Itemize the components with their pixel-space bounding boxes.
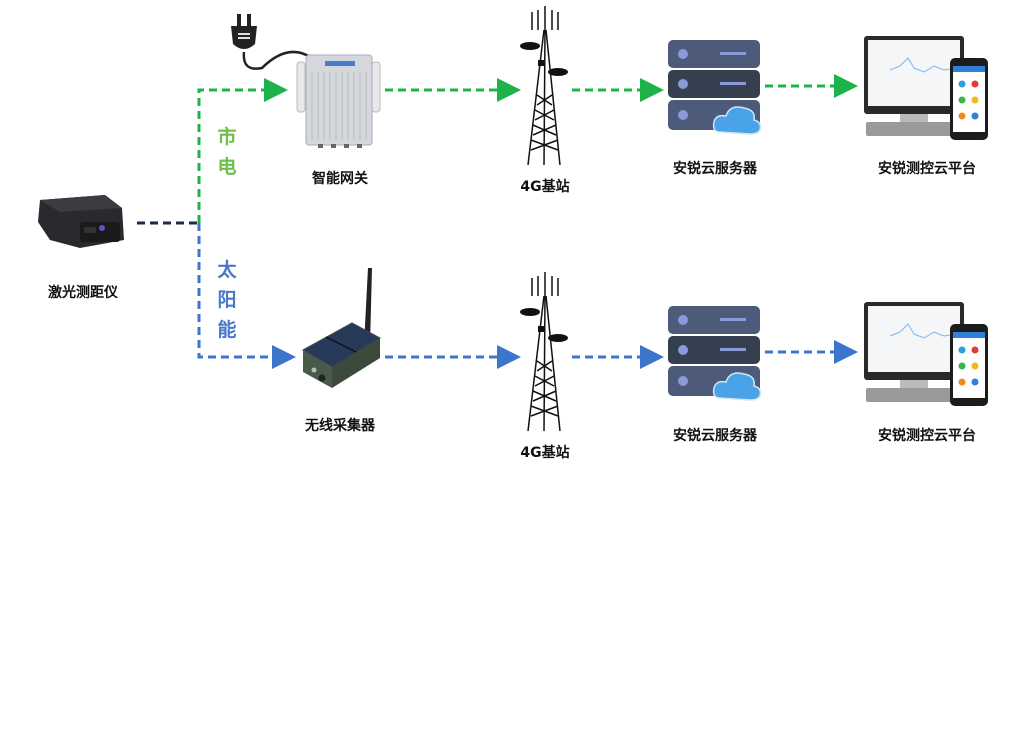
monitor-phone-icon-1 (864, 36, 988, 140)
mains-branch-line (197, 78, 288, 223)
cell-tower-icon-1 (520, 6, 568, 166)
gateway-label-1: 智能网关 (312, 171, 368, 187)
tower-label-2: 4G基站 (520, 445, 570, 461)
server-label-1: 安锐云服务器 (673, 161, 757, 177)
platform-label-2: 安锐测控云平台 (878, 428, 976, 444)
monitor-phone-icon-2 (864, 302, 988, 406)
solar-branch-line (197, 223, 296, 369)
gateway-label-2: 无线采集器 (305, 418, 375, 434)
tower-label-1: 4G基站 (520, 179, 570, 195)
server-label-2: 安锐云服务器 (673, 428, 757, 444)
cloud-server-icon-2 (668, 306, 762, 401)
platform-label-1: 安锐测控云平台 (878, 161, 976, 177)
cell-tower-icon-2 (520, 272, 568, 432)
solar-collector-icon (301, 268, 382, 388)
smart-gateway-icon (231, 14, 381, 148)
source-label: 激光测距仪 (48, 285, 118, 301)
laser-rangefinder-icon (38, 195, 124, 248)
connection-lines (137, 74, 858, 369)
cloud-server-icon-1 (668, 40, 762, 135)
power-label-solar: 太 阳 能 (217, 259, 237, 341)
power-label-mains: 市 电 (217, 126, 237, 178)
